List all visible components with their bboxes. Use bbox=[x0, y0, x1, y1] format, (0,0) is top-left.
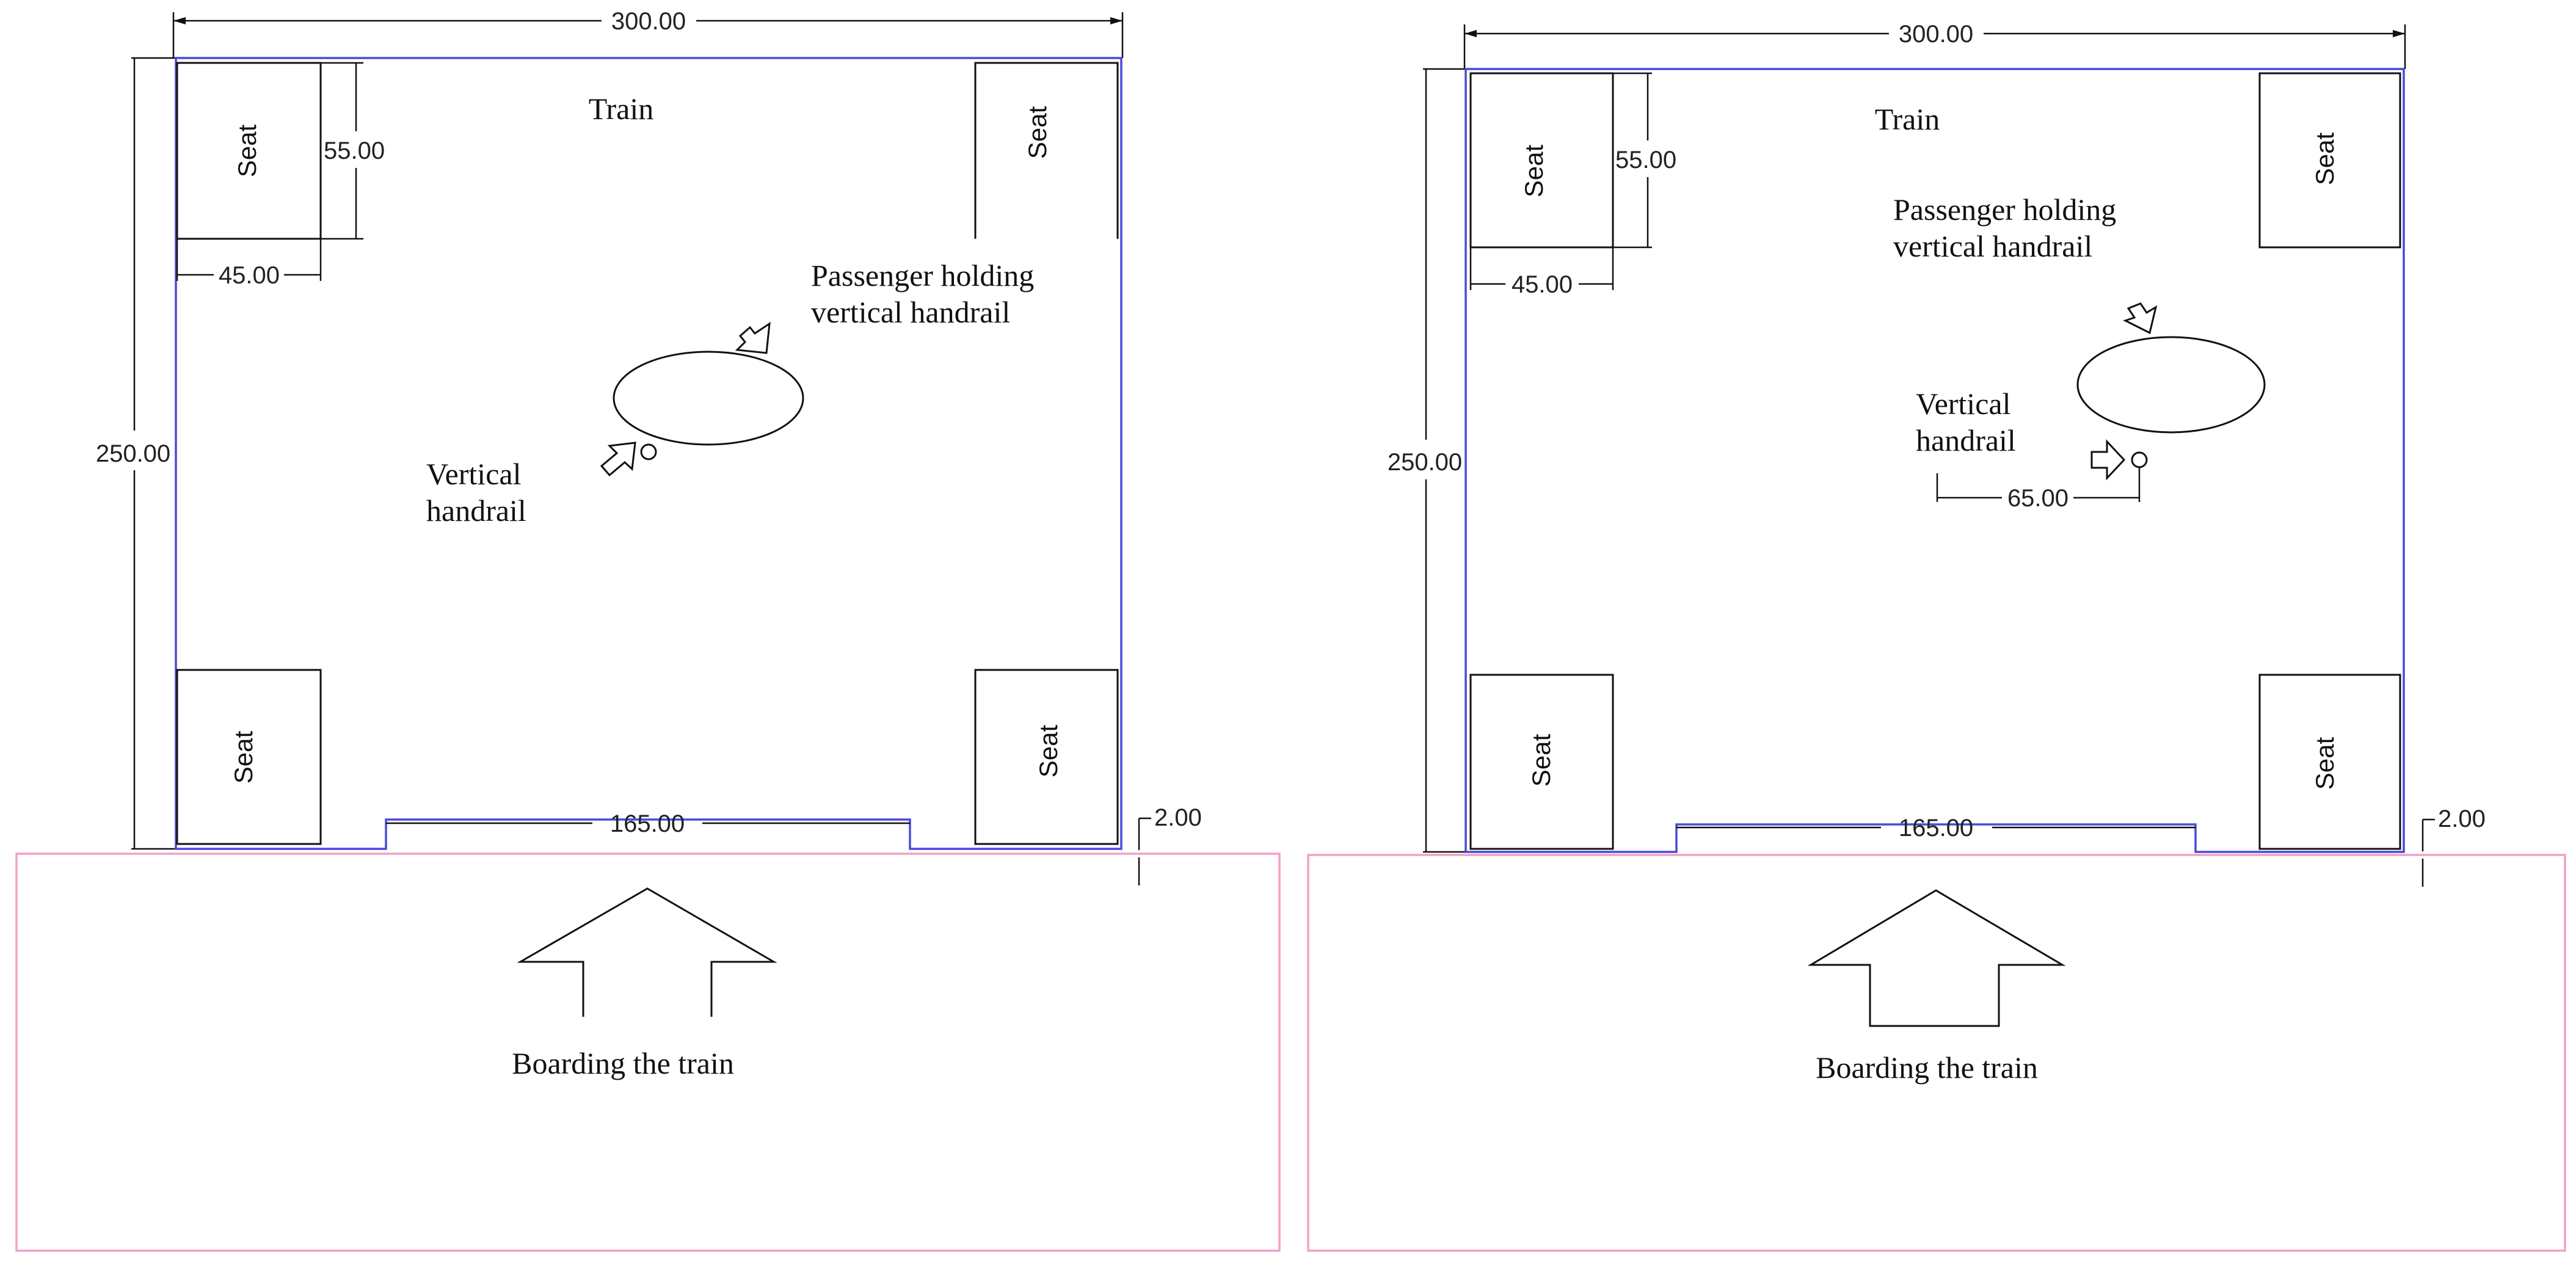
arrow-to-handrail-a bbox=[600, 442, 636, 477]
seat-label: Seat bbox=[1527, 733, 1555, 787]
dim-seat-width-a: 45.00 bbox=[176, 239, 322, 289]
seat-bottom-left-a: Seat bbox=[176, 669, 322, 845]
arrow-to-handrail-b bbox=[2090, 439, 2126, 481]
dim-height-label: 250.00 bbox=[96, 440, 170, 467]
dim-seat-depth-b: 55.00 bbox=[1613, 72, 1676, 249]
dim-door-label: 165.00 bbox=[610, 810, 685, 837]
dim-width-a: 300.00 bbox=[172, 8, 1124, 58]
handrail-label-a: Vertical handrail bbox=[426, 457, 529, 528]
dim-seat-width-label: 45.00 bbox=[1512, 271, 1573, 298]
dim-height-label: 250.00 bbox=[1388, 449, 1462, 476]
dim-seat-depth-a: 55.00 bbox=[321, 62, 385, 240]
dim-door-label: 165.00 bbox=[1899, 815, 1973, 842]
seat-label: Seat bbox=[1023, 106, 1052, 159]
dim-gap-a: 2.00 bbox=[1121, 804, 1279, 885]
handrail-circle-b bbox=[2131, 451, 2148, 468]
seat-bottom-right-a: Seat bbox=[974, 669, 1119, 845]
dim-width-b: 300.00 bbox=[1463, 21, 2406, 69]
dim-seat-width-b: 45.00 bbox=[1469, 247, 1614, 298]
dim-door-b: 165.00 bbox=[1676, 815, 2196, 842]
seat-bottom-left-b: Seat bbox=[1469, 674, 1614, 850]
passenger-ellipse-b bbox=[2076, 336, 2266, 434]
seat-top-left-b: Seat bbox=[1469, 72, 1614, 249]
boarding-arrow-b bbox=[1807, 889, 2066, 1027]
dim-gap-label: 2.00 bbox=[1154, 804, 1202, 831]
seat-label: Seat bbox=[2310, 736, 2339, 790]
panel-b: 300.00 250.00 Seat Seat Seat Seat bbox=[1307, 21, 2566, 1252]
handrail-circle-a bbox=[640, 443, 657, 460]
seat-label: Seat bbox=[229, 730, 258, 784]
train-outline-b bbox=[1464, 68, 2405, 853]
dim-width-label: 300.00 bbox=[1899, 21, 1973, 48]
dim-height-a: 250.00 bbox=[96, 57, 177, 850]
seat-label: Seat bbox=[1034, 724, 1063, 777]
passenger-label-b: Passenger holding vertical handrail bbox=[1893, 192, 2124, 263]
seat-top-right-a: Seat bbox=[974, 62, 1119, 239]
dim-seat-depth-label: 55.00 bbox=[324, 137, 385, 164]
passenger-label-a: Passenger holding vertical handrail bbox=[811, 258, 1042, 329]
boarding-label-a: Boarding the train bbox=[512, 1046, 734, 1080]
passenger-ellipse-a bbox=[613, 351, 804, 446]
dim-handrail-offset-b: 65.00 bbox=[1936, 467, 2141, 512]
dim-handrail-offset-label: 65.00 bbox=[2007, 485, 2068, 512]
train-outline-a bbox=[175, 57, 1122, 850]
dim-width-label: 300.00 bbox=[611, 8, 686, 35]
seat-label: Seat bbox=[2310, 132, 2339, 185]
seat-top-left-a: Seat bbox=[176, 62, 322, 240]
seat-label: Seat bbox=[233, 124, 261, 177]
platform-a bbox=[15, 853, 1281, 1252]
dim-seat-depth-label: 55.00 bbox=[1615, 147, 1676, 173]
handrail-label-b: Vertical handrail bbox=[1916, 387, 2018, 457]
boarding-label-b: Boarding the train bbox=[1816, 1050, 2038, 1085]
dim-gap-b: 2.00 bbox=[2404, 805, 2565, 887]
arrow-to-passenger-b bbox=[2123, 302, 2158, 335]
arrow-to-passenger-a bbox=[735, 321, 771, 354]
dim-height-b: 250.00 bbox=[1388, 68, 1467, 853]
train-label-a: Train bbox=[589, 92, 654, 126]
dim-gap-label: 2.00 bbox=[2438, 805, 2486, 832]
panel-a: 300.00 250.00 Seat Seat Seat Seat bbox=[15, 8, 1281, 1252]
boarding-arrow-a bbox=[517, 887, 777, 1017]
dim-seat-width-label: 45.00 bbox=[219, 262, 280, 289]
seat-top-right-b: Seat bbox=[2258, 72, 2401, 249]
seat-label: Seat bbox=[1519, 144, 1548, 197]
seat-bottom-right-b: Seat bbox=[2258, 674, 2401, 850]
dim-door-a: 165.00 bbox=[386, 810, 910, 837]
train-label-b: Train bbox=[1875, 102, 1940, 136]
platform-b bbox=[1307, 854, 2566, 1252]
